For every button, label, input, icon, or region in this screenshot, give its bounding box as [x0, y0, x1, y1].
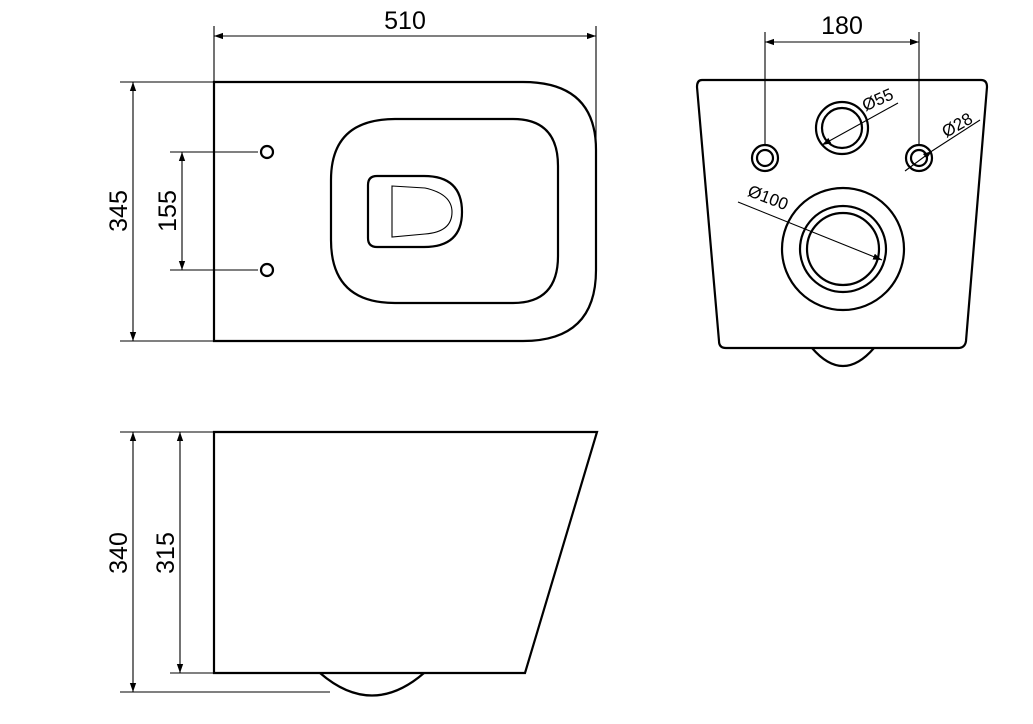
bowl-drain-inner [391, 185, 453, 238]
leader-55 [821, 102, 899, 146]
side-view-outline [212, 430, 599, 675]
seat-fixing-hole-top [259, 144, 275, 160]
dia-fixing-hole: Ø28 [939, 109, 976, 142]
rear-view: 180 Ø55 Ø28 Ø100 [695, 12, 989, 368]
outlet-outer [780, 186, 906, 312]
dim-top-width: 510 [384, 7, 426, 35]
seat-fixing-hole-bottom [259, 262, 275, 278]
dim-side-bowl: 315 [152, 532, 180, 574]
top-view-outline [212, 80, 598, 343]
outlet-inner [805, 211, 881, 287]
side-foot [319, 672, 425, 697]
rear-view-outline [695, 78, 989, 350]
outlet-mid [798, 204, 888, 294]
inlet-inner [820, 106, 864, 150]
dim-side-total: 340 [105, 532, 133, 574]
dia-outlet: Ø100 [745, 182, 791, 215]
fixing-hole-right-inner [909, 148, 929, 168]
fixing-hole-left-inner [755, 148, 775, 168]
bowl-drain [366, 174, 464, 249]
leader-28 [904, 150, 933, 172]
bowl-rim [329, 117, 560, 305]
leader-100 [737, 201, 883, 261]
dim-fixing-spacing: 155 [154, 190, 182, 232]
side-view: 340 315 [105, 430, 599, 697]
top-view: 510 345 155 [105, 7, 598, 343]
rear-foot [811, 347, 875, 368]
inlet-outer [814, 100, 870, 156]
dim-rear-spacing: 180 [821, 12, 863, 40]
dia-inlet: Ø55 [859, 85, 896, 115]
dim-top-height: 345 [105, 190, 133, 232]
